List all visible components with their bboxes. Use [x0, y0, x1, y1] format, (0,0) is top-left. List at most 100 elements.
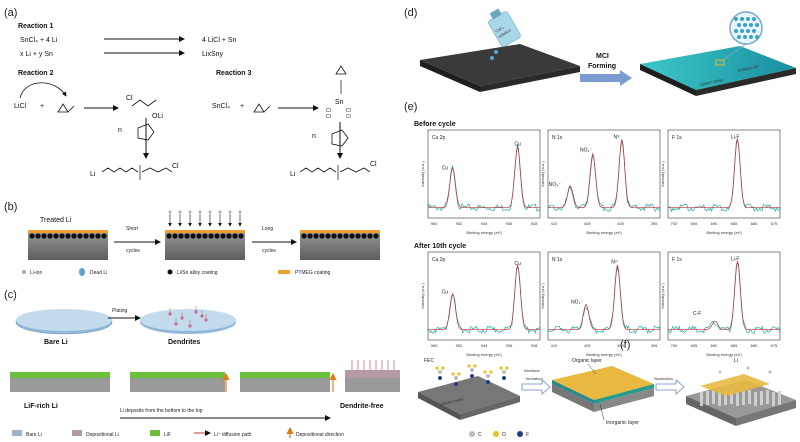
spectrum-name: N 1s — [552, 257, 563, 263]
peak-label: Cu — [442, 165, 449, 171]
cuf2-label: CuF₂ — [494, 25, 505, 34]
sei-particle — [740, 29, 744, 33]
carbon-atom — [438, 370, 442, 374]
legend-li-ion: Li-ion — [30, 270, 42, 276]
fluorine-atom — [470, 374, 474, 378]
li-pillar — [748, 390, 751, 404]
svg-text:+: + — [40, 103, 44, 110]
tick-label: 944 — [481, 221, 488, 226]
peak-label: Cu — [442, 290, 449, 296]
alloy-particle — [226, 233, 232, 239]
oxygen-atom — [505, 366, 509, 370]
reaction-2-title: Reaction 2 — [18, 70, 54, 77]
panel-f-legend: C O F — [469, 431, 529, 438]
peak-label: Li-F — [731, 256, 740, 262]
electron-arrow — [19, 82, 67, 99]
magnifier-line — [719, 43, 747, 63]
ptmeg-legend-icon — [278, 270, 290, 274]
panel-d: (d) CuF₂ solution MCI Forming Lithium Me… — [404, 7, 796, 96]
alloy-particle — [184, 233, 190, 239]
panel-b-label: (b) — [4, 201, 17, 213]
alloy-particle — [373, 233, 379, 239]
long-cycles-label2: cycles — [262, 248, 276, 254]
treated-li-label: Treated Li — [40, 217, 72, 224]
tick-label: 400 — [617, 343, 624, 348]
alloy-particle — [367, 233, 373, 239]
nucleation-arrow — [655, 379, 685, 395]
lif-legend-icon — [150, 430, 160, 436]
panel-c: (c) Bare Li Plating Dendrites LiF-rich L… — [4, 289, 400, 438]
oxygen-atom — [483, 370, 487, 374]
short-cycles-label: Short — [126, 226, 139, 232]
carbon-atom — [454, 376, 458, 380]
sncl4-label: SnCl₄ — [212, 103, 230, 110]
tick-label: 695 — [691, 343, 698, 348]
legend-depositional-li: Depositional Li — [86, 432, 119, 438]
tick-label: 675 — [771, 343, 778, 348]
chloro-alkoxide — [131, 99, 157, 107]
tick-label: 680 — [751, 343, 758, 348]
reaction-1b-left: x Li + y Sn — [20, 51, 53, 58]
li-label-f: Li — [734, 358, 738, 364]
n-label: n — [312, 133, 316, 140]
short-cycles-label2: cycles — [126, 248, 140, 254]
dendrite-clusters — [168, 306, 208, 328]
legend-lif: LiF — [164, 432, 171, 438]
tick-label: 952 — [456, 221, 463, 226]
x-axis-label: Binding energy (eV) — [586, 352, 622, 357]
carbon-atom — [470, 368, 474, 372]
alloy-particle — [331, 233, 337, 239]
depositional-li-legend-icon — [72, 430, 82, 436]
epoxide-structure — [253, 103, 271, 113]
tick-label: 936 — [506, 343, 513, 348]
n-label: n — [118, 127, 122, 134]
reaction-1b-right: LixSny — [202, 51, 224, 58]
tick-label: 936 — [506, 221, 513, 226]
tick-label: 410 — [551, 343, 558, 348]
oli-label: OLi — [152, 113, 163, 120]
polymer-product-2: Li Cl — [90, 163, 179, 180]
peak-label: N³⁻ — [611, 259, 619, 265]
droplet — [494, 50, 498, 54]
legend-ptmeg: PTMEG coating — [295, 270, 331, 276]
reaction-1-right: 4 LiCl + Sn — [202, 37, 237, 44]
tick-label: 395 — [651, 221, 658, 226]
sei-particle — [743, 35, 747, 39]
carbon-atom — [486, 374, 490, 378]
tick-label: 675 — [771, 221, 778, 226]
li-pillar — [760, 391, 763, 405]
inorganic-layer-label: Inorganic layer — [606, 420, 639, 426]
spectrum-name: Cu 2p — [432, 257, 446, 263]
plot-frame — [547, 129, 661, 219]
alloy-particle — [349, 233, 355, 239]
dendrite-disc-top — [140, 309, 236, 331]
y-axis-label: Intensity (a.u.) — [420, 283, 425, 309]
sei-particle — [746, 17, 750, 21]
organic-layer — [552, 366, 654, 400]
lithium-slab-f — [418, 376, 520, 414]
li-label: Li — [90, 171, 96, 178]
fit-curve — [668, 139, 780, 209]
interface-label-1: Interface — [524, 368, 540, 373]
alloy-particle — [65, 233, 71, 239]
spectrum-name: F 1s — [672, 257, 682, 263]
panel-a: (a) Reaction 1 SnCl₄ + 4 Li 4 LiCl + Sn … — [4, 7, 377, 180]
legend-f: F — [526, 432, 529, 438]
li-pillar — [700, 392, 703, 406]
carbon-atom — [502, 370, 506, 374]
spectrum-name: Cu 2p — [432, 135, 446, 141]
alloy-particle — [337, 233, 343, 239]
alloy-particle — [77, 233, 83, 239]
licl-label: LiCl — [14, 103, 27, 110]
ptmeg-coating — [28, 230, 108, 233]
alloy-particle — [214, 233, 220, 239]
sei-particle — [734, 17, 738, 21]
legend-o: O — [502, 432, 506, 438]
peak-label: Li-F — [731, 134, 740, 140]
sei-particle — [755, 35, 759, 39]
alloy-particle — [89, 233, 95, 239]
raw-spectrum — [667, 137, 781, 213]
spectrum-name: F 1s — [672, 135, 682, 141]
fit-curve — [428, 264, 540, 331]
